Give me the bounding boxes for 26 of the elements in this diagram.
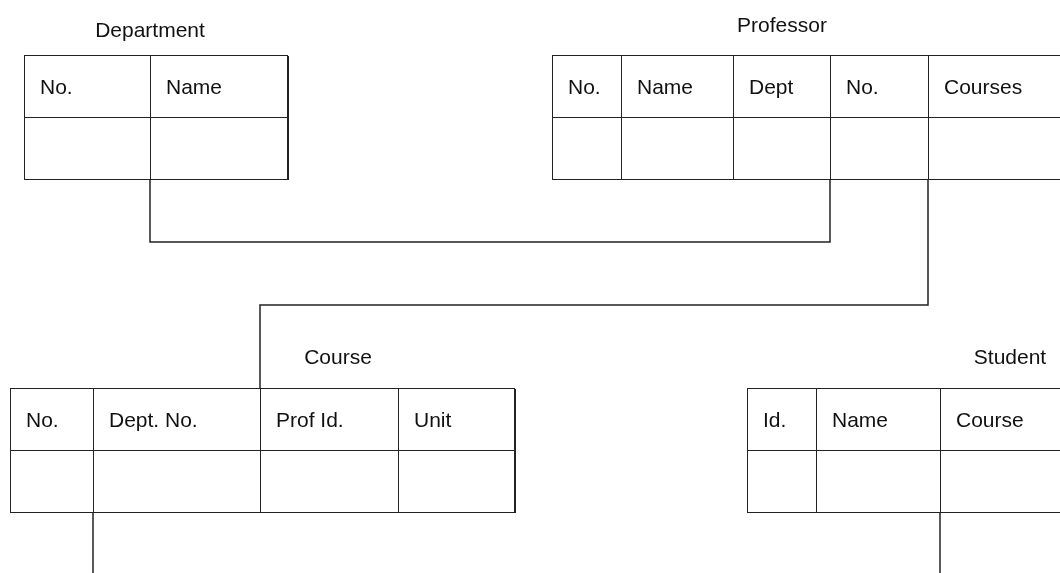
column-header: Name [817, 389, 941, 451]
column-header: No. [831, 56, 929, 118]
table-title: Department [95, 18, 205, 42]
table-grid [10, 388, 515, 513]
table-title: Course [304, 345, 372, 369]
column-header: No. [11, 389, 94, 451]
table-grid [552, 55, 1060, 180]
table-grid [747, 388, 1060, 513]
column-header: Dept. No. [94, 389, 261, 451]
column-header: Name [622, 56, 734, 118]
column-header: Courses [929, 56, 1060, 118]
connector-line [259, 179, 929, 389]
connector-line [92, 512, 94, 573]
column-header: No. [25, 56, 151, 118]
column-header: Name [151, 56, 289, 118]
column-header: No. [553, 56, 622, 118]
table-title: Student [973, 345, 1047, 369]
column-header: Course [941, 389, 1060, 451]
column-header: Dept [734, 56, 831, 118]
table-title: Professor [737, 13, 827, 37]
column-header: Prof Id. [261, 389, 399, 451]
table-grid [24, 55, 288, 180]
connector-line [939, 512, 941, 573]
column-header: Unit [399, 389, 516, 451]
connector-line [149, 179, 831, 243]
column-header: Id. [748, 389, 817, 451]
